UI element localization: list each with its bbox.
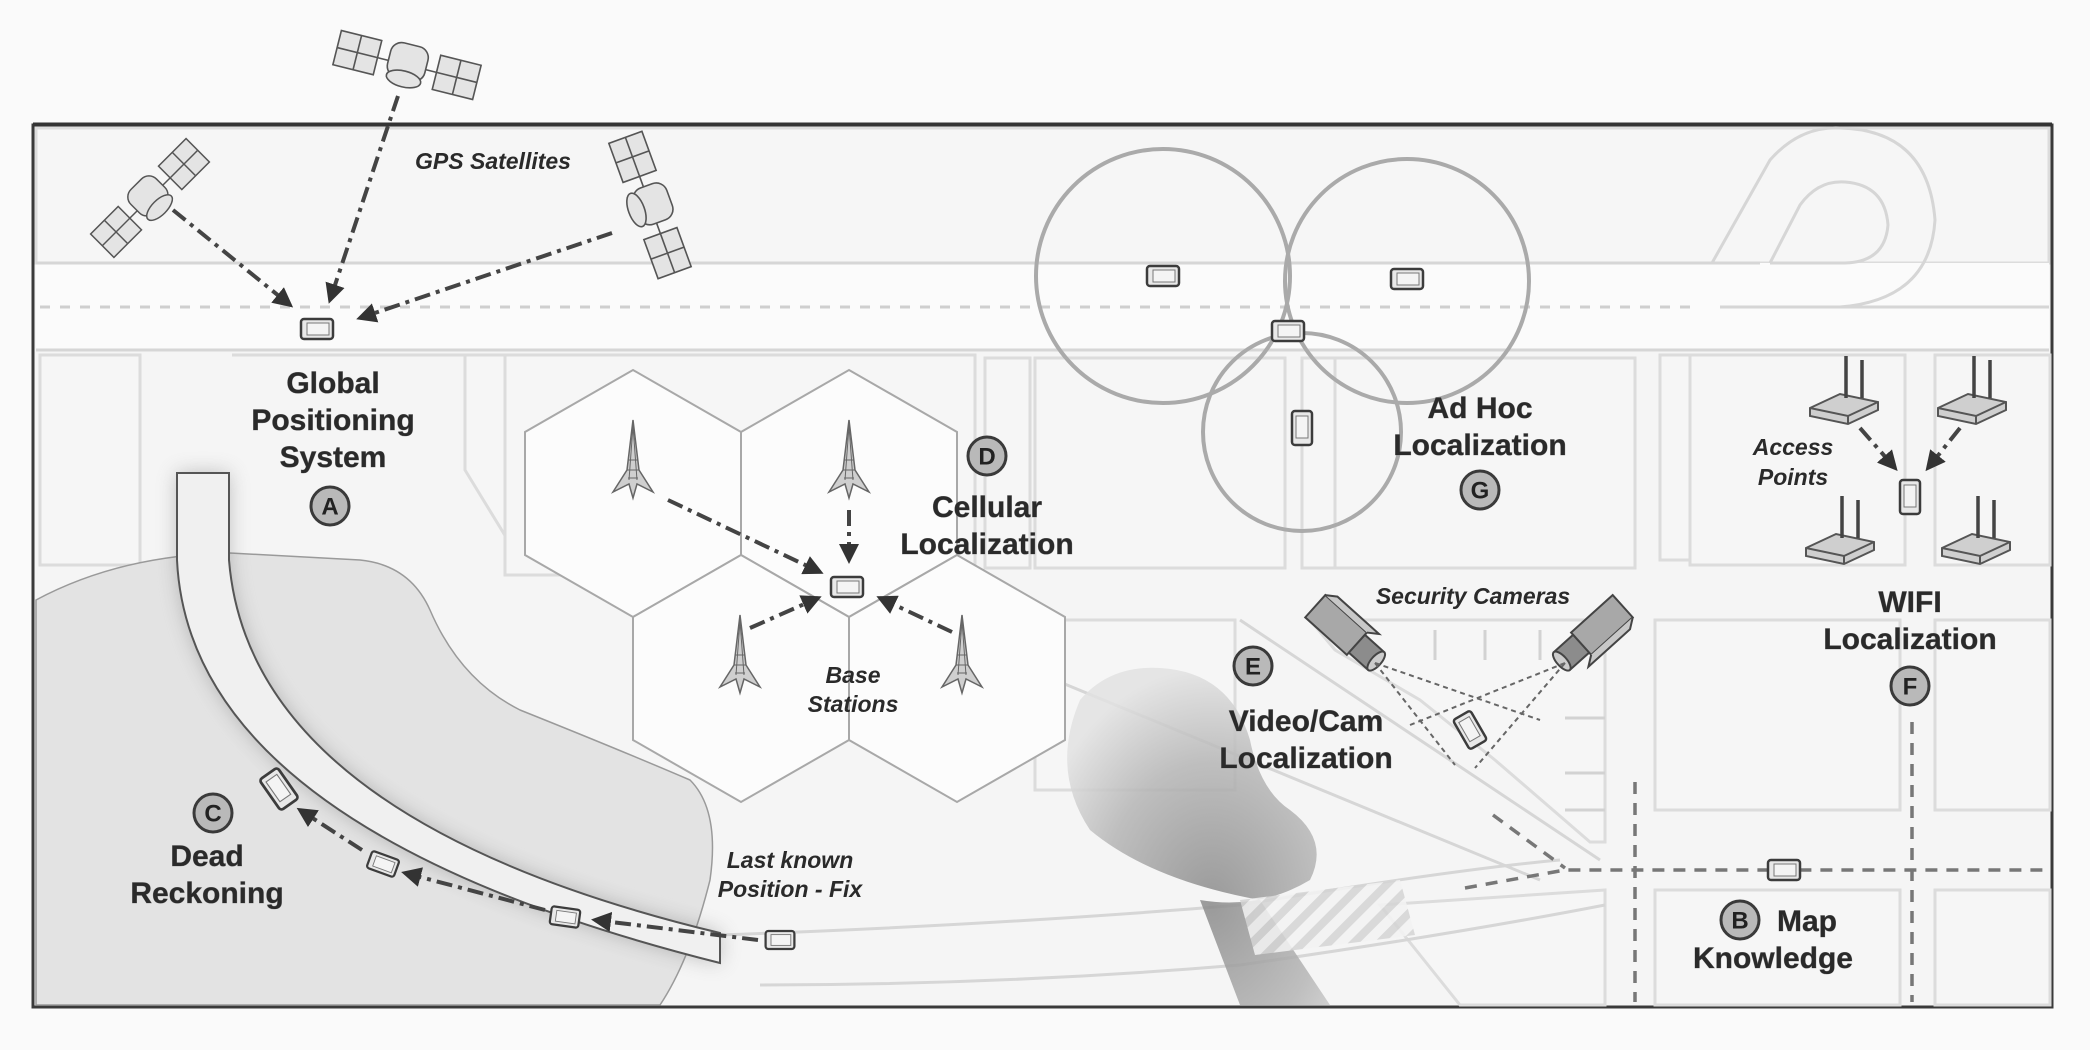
peer-device-icon — [1389, 267, 1425, 291]
badge-g: G — [1459, 469, 1501, 511]
svg-text:G: G — [1471, 478, 1490, 505]
map-device-icon — [1766, 858, 1802, 882]
cellular-label-line-1: Cellular — [932, 491, 1042, 524]
video-label-line-1: Video/Cam — [1229, 705, 1384, 738]
satellite-icon — [330, 26, 483, 105]
base-stations-label-line-1: Base — [826, 662, 881, 688]
gps-label-line-3: System — [280, 441, 387, 474]
dead-reckoning-label-line-2: Reckoning — [130, 877, 283, 910]
wifi-label-line-1: WIFI — [1878, 586, 1941, 619]
video-label-line-2: Localization — [1219, 742, 1392, 775]
map-label-line-1: Map — [1777, 905, 1837, 938]
svg-text:E: E — [1245, 654, 1261, 681]
adhoc-range-circle — [1034, 147, 1292, 405]
dead-reckoning-label-line-1: Dead — [170, 840, 243, 873]
cellular-label-line-2: Localization — [900, 528, 1073, 561]
adhoc-label-line-2: Localization — [1393, 429, 1566, 462]
access-points-label-line-2: Points — [1758, 464, 1828, 490]
wifi-label-line-2: Localization — [1823, 623, 1996, 656]
map-label-line-2: Knowledge — [1693, 942, 1853, 975]
last-known-fix-icon — [764, 929, 796, 951]
map-knowledge-paths — [1464, 722, 2049, 1002]
cellular-signal-lines — [667, 498, 953, 634]
svg-text:D: D — [978, 444, 995, 471]
svg-text:A: A — [321, 494, 338, 521]
badge-a: A — [309, 485, 351, 527]
security-cameras — [1304, 588, 1639, 769]
last-known-fix-label-line-1: Last known — [727, 847, 854, 873]
dead-reckoning-trajectory — [257, 765, 796, 951]
svg-text:C: C — [204, 801, 221, 828]
gps-label-line-1: Global — [286, 367, 379, 400]
gps-satellites-label: GPS Satellites — [415, 148, 571, 174]
security-cameras-label: Security Cameras — [1376, 583, 1570, 609]
crosswalk — [1240, 880, 1415, 955]
cellular-device-icon — [829, 575, 865, 599]
dead-reckoning-path — [176, 472, 721, 965]
wifi-device-icon — [1898, 478, 1922, 516]
gps-label-line-2: Positioning — [251, 404, 414, 437]
peer-device-icon — [1270, 319, 1306, 343]
gps-signal-lines — [171, 95, 613, 323]
adhoc-range-circle — [1283, 157, 1531, 405]
last-known-fix-label-line-2: Position - Fix — [718, 876, 864, 902]
svg-text:B: B — [1731, 908, 1748, 935]
peer-device-icon — [1145, 264, 1181, 288]
badge-b: B — [1719, 899, 1761, 941]
badge-f: F — [1889, 665, 1931, 707]
peer-device-icon — [1290, 409, 1314, 447]
access-points-label-line-1: Access — [1752, 434, 1834, 460]
badge-c: C — [192, 792, 234, 834]
gps-device-icon — [299, 317, 335, 341]
svg-text:F: F — [1903, 674, 1918, 701]
estimated-position-icon — [548, 904, 582, 930]
badge-e: E — [1232, 645, 1274, 687]
badge-d: D — [966, 435, 1008, 477]
wifi-signal-lines — [1858, 426, 1962, 472]
adhoc-label-line-1: Ad Hoc — [1428, 392, 1533, 425]
base-stations-label-line-2: Stations — [808, 691, 899, 717]
